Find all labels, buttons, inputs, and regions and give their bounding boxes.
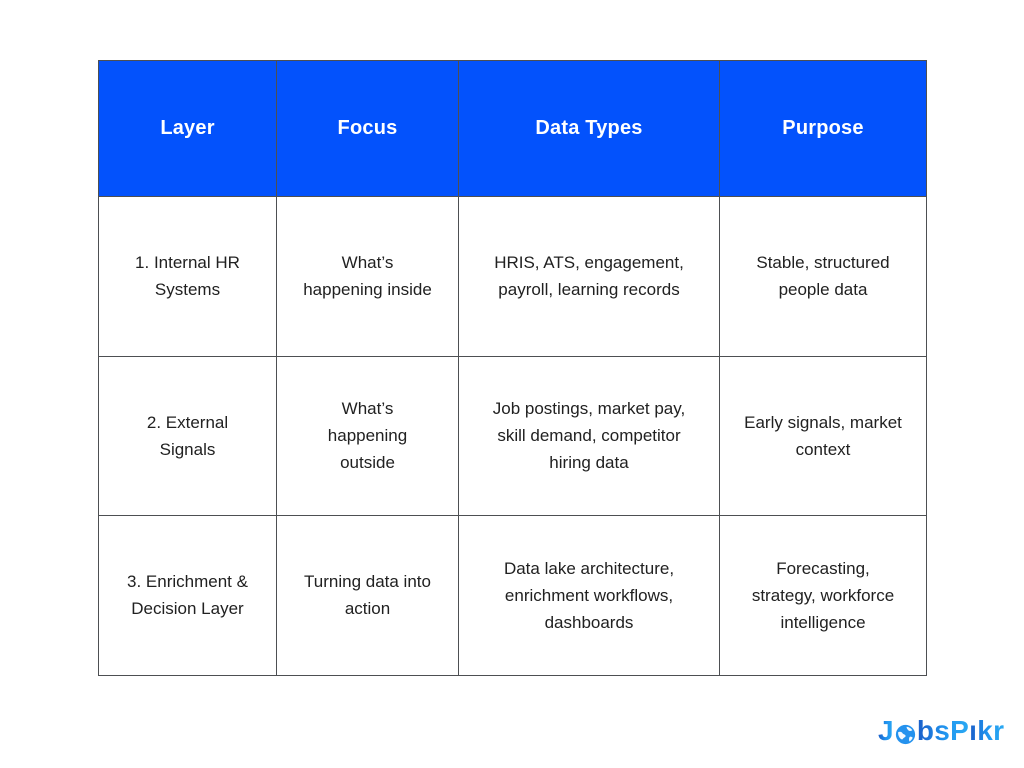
cell-focus: Turning data into action bbox=[276, 515, 459, 676]
jobspikr-logo: J bsP ıkr bbox=[878, 710, 1004, 752]
column-header-layer: Layer bbox=[98, 60, 277, 197]
cell-purpose: Early signals, market context bbox=[719, 355, 927, 517]
cell-purpose: Stable, structured people data bbox=[719, 196, 927, 357]
cell-data-types: Data lake architecture, enrichment workf… bbox=[458, 515, 720, 676]
logo-text-ikr: ıkr bbox=[969, 715, 1005, 746]
cell-purpose: Forecasting, strategy, workforce intelli… bbox=[719, 515, 927, 676]
hr-data-layers-table: Layer Focus Data Types Purpose 1. Intern… bbox=[98, 60, 927, 676]
table-row-external-signals: 2. External Signals What’s happening out… bbox=[98, 355, 927, 517]
column-header-purpose: Purpose bbox=[719, 60, 927, 197]
cell-data-types: Job postings, market pay, skill demand, … bbox=[458, 355, 720, 517]
cell-layer: 2. External Signals bbox=[98, 355, 277, 517]
table-header-row: Layer Focus Data Types Purpose bbox=[98, 60, 927, 197]
table-row-enrichment-decision-layer: 3. Enrichment & Decision Layer Turning d… bbox=[98, 515, 927, 676]
cell-focus: What’s happening inside bbox=[276, 196, 459, 357]
column-header-data-types: Data Types bbox=[458, 60, 720, 197]
table-row-internal-hr-systems: 1. Internal HR Systems What’s happening … bbox=[98, 196, 927, 357]
column-header-focus: Focus bbox=[276, 60, 459, 197]
cell-layer: 3. Enrichment & Decision Layer bbox=[98, 515, 277, 676]
logo-text-j: J bbox=[878, 715, 894, 746]
cell-data-types: HRIS, ATS, engagement, payroll, learning… bbox=[458, 196, 720, 357]
logo-text-bsp: bsP bbox=[916, 715, 970, 746]
cell-layer: 1. Internal HR Systems bbox=[98, 196, 277, 357]
globe-icon bbox=[895, 724, 915, 744]
cell-focus: What’s happening outside bbox=[276, 355, 459, 517]
